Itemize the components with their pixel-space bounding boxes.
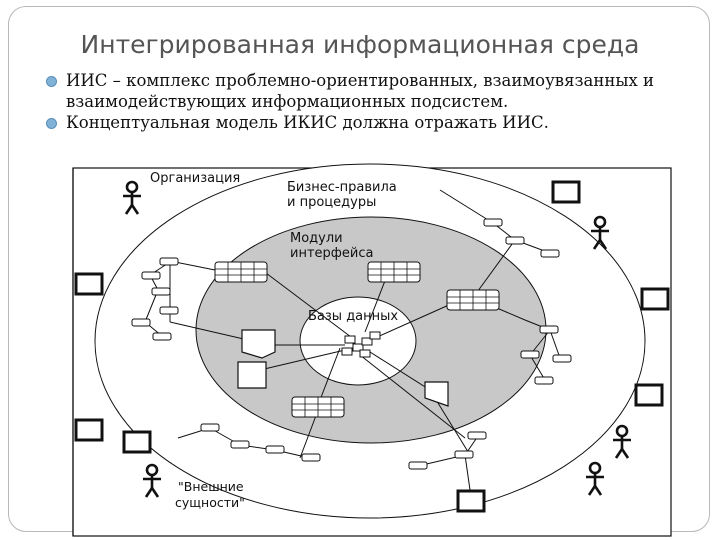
procedure-nodes bbox=[131, 218, 572, 470]
database-core-nodes bbox=[341, 331, 381, 358]
label-databases: Базы данных bbox=[308, 309, 398, 324]
slide-title: Интегрированная информационная среда bbox=[80, 30, 640, 59]
label-interface-modules-1: Модули bbox=[290, 231, 343, 246]
monitor-icons bbox=[74, 180, 670, 513]
interface-module-gridlines bbox=[215, 262, 499, 417]
bullet-text: ИИС – комплекс проблемно-ориентированных… bbox=[66, 71, 655, 111]
label-business-rules-2: и процедуры bbox=[287, 195, 376, 210]
label-organization: Организация bbox=[150, 171, 240, 186]
label-external-entities-1: "Внешние bbox=[178, 479, 244, 494]
bullet-list: ИИС – комплекс проблемно-ориентированных… bbox=[46, 70, 706, 133]
bullet-item: Концептуальная модель ИКИС должна отража… bbox=[46, 112, 706, 133]
label-business-rules-1: Бизнес-правила bbox=[287, 180, 397, 195]
person-icons bbox=[123, 180, 631, 498]
bullet-item: ИИС – комплекс проблемно-ориентированных… bbox=[46, 70, 706, 112]
label-external-entities-2: сущности" bbox=[175, 495, 245, 510]
bullet-text: Концептуальная модель ИКИС должна отража… bbox=[66, 113, 549, 132]
label-interface-modules-2: интерфейса bbox=[290, 246, 373, 261]
bullet-dot-icon bbox=[46, 118, 57, 129]
bullet-dot-icon bbox=[46, 76, 57, 87]
document-shapes bbox=[237, 329, 449, 407]
